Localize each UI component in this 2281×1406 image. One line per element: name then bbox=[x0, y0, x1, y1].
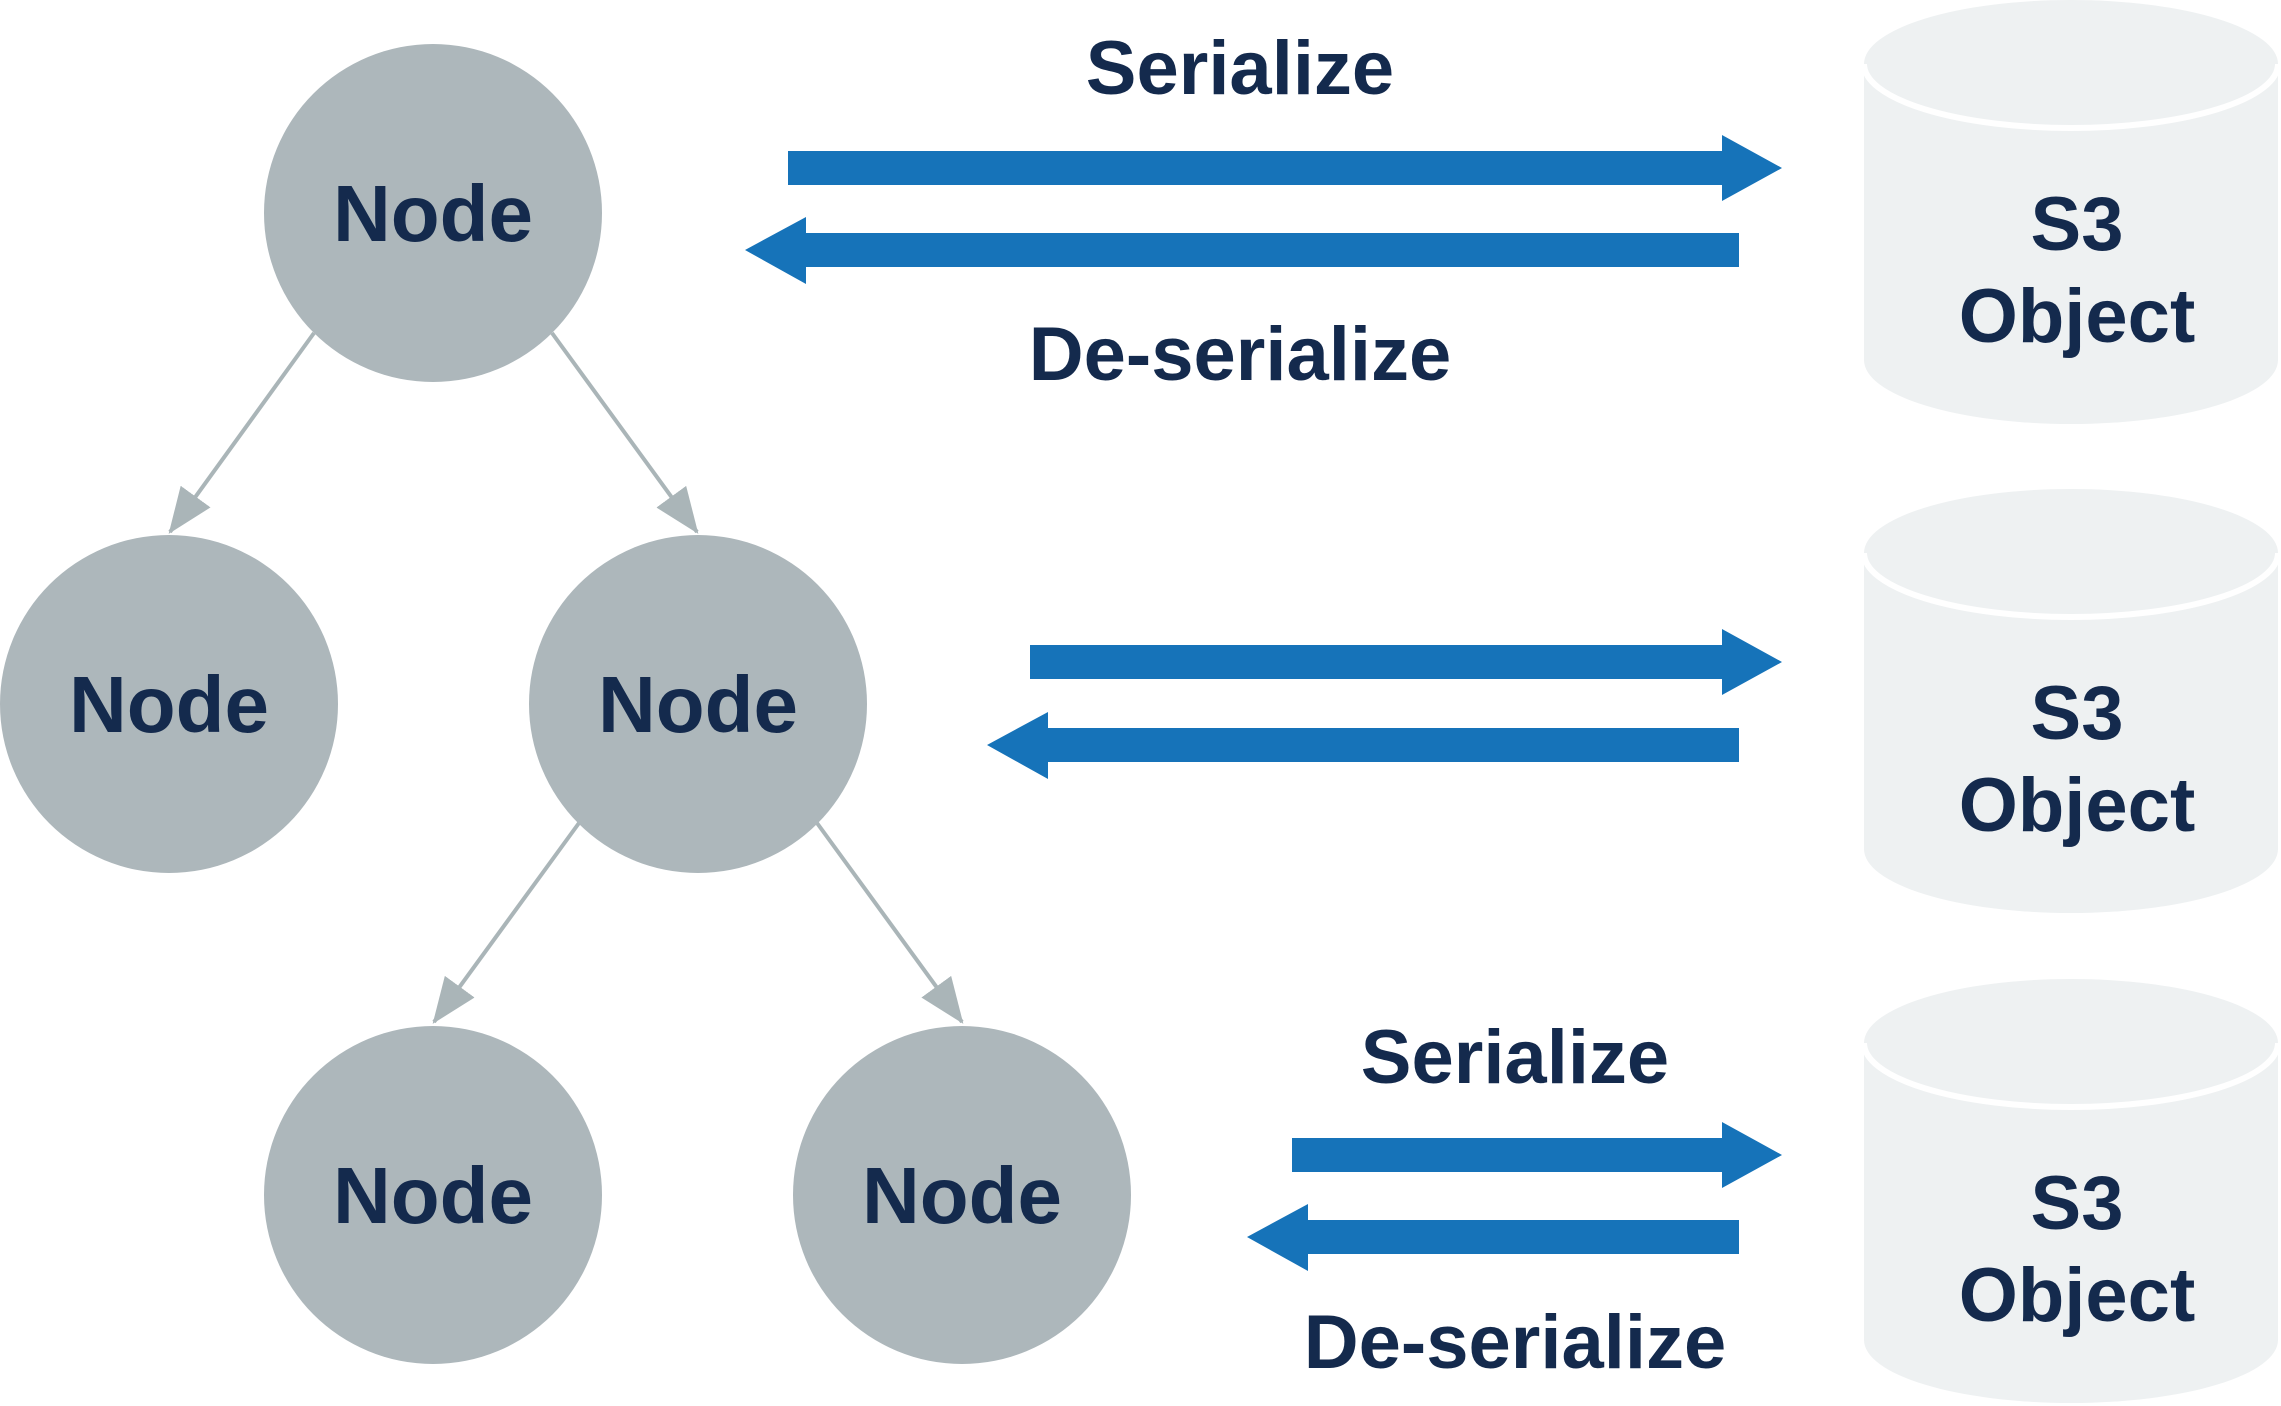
node-label: Node bbox=[333, 169, 533, 258]
store-label-line2: Object bbox=[1959, 274, 2196, 359]
flow-top: Serialize De-serialize bbox=[745, 26, 1782, 397]
tree-node-root: Node bbox=[264, 44, 602, 382]
tree-node-right-left: Node bbox=[264, 1026, 602, 1364]
s3-object-store-2: S3 Object bbox=[1861, 489, 2281, 913]
deserialize-label: De-serialize bbox=[1304, 1300, 1726, 1385]
serialize-label: Serialize bbox=[1086, 26, 1394, 111]
deserialize-label: De-serialize bbox=[1029, 312, 1451, 397]
deserialize-arrow bbox=[987, 712, 1739, 779]
s3-object-store-3: S3 Object bbox=[1861, 979, 2281, 1403]
tree-edges bbox=[168, 331, 964, 1024]
serialize-arrow bbox=[788, 135, 1782, 201]
node-circle bbox=[529, 535, 867, 873]
tree-node-left: Node bbox=[0, 535, 338, 873]
node-circle bbox=[793, 1026, 1131, 1364]
serialize-arrow bbox=[1030, 629, 1782, 695]
node-circle bbox=[0, 535, 338, 873]
database-cylinder-icon bbox=[1861, 979, 2281, 1403]
store-label-line2: Object bbox=[1959, 763, 2196, 848]
node-circle bbox=[264, 44, 602, 382]
flow-middle bbox=[987, 629, 1782, 779]
node-label: Node bbox=[333, 1151, 533, 1240]
database-cylinder-icon bbox=[1861, 0, 2281, 424]
edge-root-to-left bbox=[168, 331, 316, 534]
store-label-line1: S3 bbox=[2031, 671, 2124, 756]
node-label: Node bbox=[862, 1151, 1062, 1240]
serialize-arrow bbox=[1292, 1122, 1782, 1188]
tree-node-right-right: Node bbox=[793, 1026, 1131, 1364]
flow-bottom: Serialize De-serialize bbox=[1247, 1015, 1782, 1385]
node-label: Node bbox=[69, 660, 269, 749]
deserialize-arrow bbox=[745, 217, 1739, 284]
node-circle bbox=[264, 1026, 602, 1364]
store-label-line1: S3 bbox=[2031, 182, 2124, 267]
database-cylinder-icon bbox=[1861, 489, 2281, 913]
deserialize-arrow bbox=[1247, 1204, 1739, 1271]
edge-right-to-right-left bbox=[432, 821, 581, 1024]
store-label-line2: Object bbox=[1959, 1253, 2196, 1338]
store-label-line1: S3 bbox=[2031, 1161, 2124, 1246]
node-label: Node bbox=[598, 660, 798, 749]
serialize-label: Serialize bbox=[1361, 1015, 1669, 1100]
edge-right-to-right-right bbox=[815, 821, 964, 1024]
edge-root-to-right bbox=[550, 331, 699, 534]
tree-node-right: Node bbox=[529, 535, 867, 873]
s3-object-store-1: S3 Object bbox=[1861, 0, 2281, 424]
